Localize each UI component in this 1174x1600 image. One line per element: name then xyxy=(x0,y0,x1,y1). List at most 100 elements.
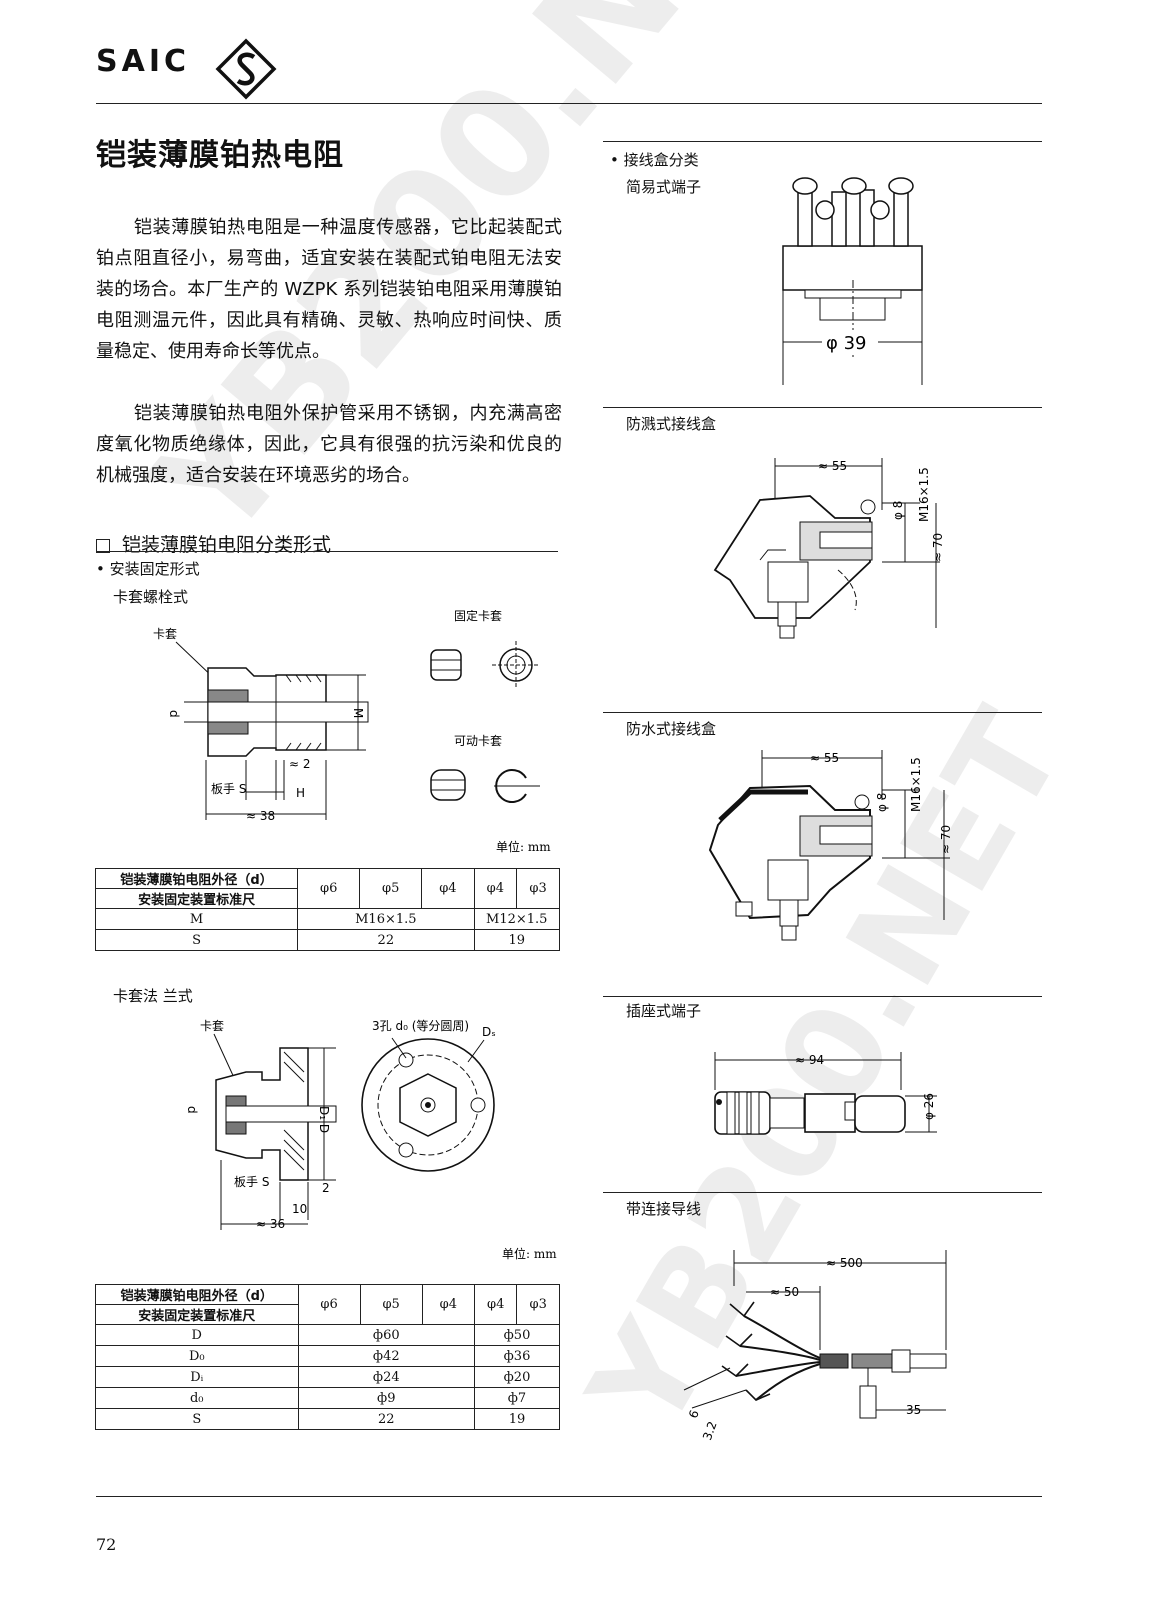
right-rule xyxy=(603,1192,1042,1193)
footer-rule xyxy=(96,1496,1042,1497)
section-heading: 铠装薄膜铂电阻分类形式 xyxy=(96,530,331,557)
callout-ferrule: 卡套 xyxy=(200,1019,224,1033)
splash-box-drawing: ≈ 55 φ 8 M16×1.5 ≈ 70 xyxy=(713,458,945,639)
table-row-label: D₀ xyxy=(95,1345,299,1367)
splash-box-label: 防溅式接线盒 xyxy=(626,415,717,433)
dim-wrench: 板手 S xyxy=(211,782,246,796)
table-col-header: φ5 xyxy=(359,868,423,909)
table-cell: M12×1.5 xyxy=(473,908,560,930)
table-col-header: φ4 xyxy=(421,1284,475,1325)
intro-paragraph-1: 铠装薄膜铂热电阻是一种温度传感器，它比起装配式铂点阻直径小，易弯曲，适宜安装在装… xyxy=(96,217,562,362)
table-cell: M16×1.5 xyxy=(297,908,475,930)
dim-55: ≈ 55 xyxy=(818,459,847,473)
table-cell: 19 xyxy=(473,1408,561,1430)
dim-wrench: 板手 S xyxy=(234,1175,269,1189)
dim-70: ≈ 70 xyxy=(931,533,945,562)
lead-wire-label: 带连接导线 xyxy=(626,1200,702,1218)
dim-d: d xyxy=(167,710,181,718)
lead-wire-drawing: ≈ 500 ≈ 50 35 6 3.2 xyxy=(683,1250,947,1442)
table-row-label: Dᵢ xyxy=(95,1366,299,1388)
section-rule xyxy=(96,551,558,552)
saic-logo-icon xyxy=(215,38,277,100)
dim-d: d xyxy=(185,1106,199,1114)
table-cell: ф36 xyxy=(473,1345,561,1367)
waterproof-box-label: 防水式接线盒 xyxy=(626,720,717,738)
spec-table-1: 铠装薄膜铂电阻外径（d） φ6 φ5 φ4 φ4 φ3 安装固定装置标准尺 M … xyxy=(94,868,560,951)
table-header-line1: 铠装薄膜铂电阻外径（d） xyxy=(95,1284,299,1305)
fixed-ferrule-label: 固定卡套 xyxy=(454,610,502,623)
dim-M: M xyxy=(351,708,365,718)
dim-39: φ 39 xyxy=(826,333,867,354)
section-heading-text: 铠装薄膜铂电阻分类形式 xyxy=(122,534,332,556)
dim-phi8: φ 8 xyxy=(891,501,905,520)
dim-55: ≈ 55 xyxy=(810,751,839,765)
dim-94: ≈ 94 xyxy=(795,1053,824,1067)
right-rule xyxy=(603,712,1042,713)
table-row-label: D xyxy=(95,1324,299,1346)
page-title: 铠装薄膜铂热电阻 xyxy=(96,138,344,173)
table-cell: ф9 xyxy=(297,1387,475,1409)
table-col-header: φ6 xyxy=(297,1284,361,1325)
table-col-header: φ5 xyxy=(359,1284,423,1325)
table-cell: ф60 xyxy=(297,1324,475,1346)
dim-6: 6 xyxy=(686,1408,702,1420)
dim-2: 2 xyxy=(322,1181,330,1195)
right-rule xyxy=(603,141,1042,142)
table-col-header: φ4 xyxy=(473,868,518,909)
dim-38: ≈ 38 xyxy=(246,809,275,823)
right-rule xyxy=(603,407,1042,408)
ferrule-flange-drawing: 卡套 d D₁ D 板手 S 2 10 ≈ 36 3孔 d₀ (等分圆周) Dₛ… xyxy=(185,1019,557,1261)
table-row-label: S xyxy=(95,1408,299,1430)
ferrule-bolt-drawing: 卡套 d M ≈ 2 板手 S H ≈ 38 固定卡套 可动卡套 单位: mm xyxy=(153,610,551,854)
dim-26: φ 26 xyxy=(922,1093,936,1120)
dim-H: H xyxy=(296,786,305,800)
right-rule xyxy=(603,996,1042,997)
junction-bullet: • 接线盒分类 xyxy=(610,151,699,169)
unit-label: 单位: mm xyxy=(502,1246,557,1261)
dim-10: 10 xyxy=(292,1202,307,1216)
table-header-line2: 安装固定装置标准尺 xyxy=(94,888,299,909)
dim-500: ≈ 500 xyxy=(826,1256,863,1270)
header-rule xyxy=(96,103,1042,104)
table-col-header: φ4 xyxy=(473,1284,518,1325)
table-cell: 19 xyxy=(473,929,560,951)
dim-36: ≈ 36 xyxy=(256,1217,285,1231)
table-col-header: φ6 xyxy=(297,868,361,909)
type2-label: 卡套法 兰式 xyxy=(113,987,193,1005)
dim-35: 35 xyxy=(906,1403,921,1417)
table-cell: 22 xyxy=(297,1408,475,1430)
table-cell: ф20 xyxy=(473,1366,561,1388)
mount-bullet: • 安装固定形式 xyxy=(96,560,200,578)
table-header-line2: 安装固定装置标准尺 xyxy=(95,1304,299,1325)
page-number: 72 xyxy=(96,1535,117,1554)
table-cell: ф7 xyxy=(473,1387,561,1409)
simple-terminal-drawing: φ 39 xyxy=(782,177,923,385)
plug-terminal-drawing: ≈ 94 φ 26 xyxy=(714,1052,937,1135)
dim-50: ≈ 50 xyxy=(770,1285,799,1299)
table-cell: ф50 xyxy=(473,1324,561,1346)
dim-phi8: φ 8 xyxy=(875,793,889,812)
dim-70: ≈ 70 xyxy=(939,825,953,854)
table-cell: 22 xyxy=(297,929,475,951)
movable-ferrule-label: 可动卡套 xyxy=(454,734,502,748)
dim-DiD: D₁ D xyxy=(317,1106,331,1133)
logo-text: SAIC xyxy=(96,44,191,79)
table-row-label: S xyxy=(94,929,299,951)
table-col-header: φ3 xyxy=(516,868,560,909)
table-header-line1: 铠装薄膜铂电阻外径（d） xyxy=(94,868,299,889)
dim-M16: M16×1.5 xyxy=(917,467,931,522)
intro-paragraph-2: 铠装薄膜铂热电阻外保护管采用不锈钢，内充满高密度氧化物质绝缘体，因此，它具有很强… xyxy=(96,403,562,486)
table-row-label: M xyxy=(94,908,299,930)
callout-ferrule: 卡套 xyxy=(153,627,177,641)
dim-2: ≈ 2 xyxy=(289,757,311,771)
table-cell: ф24 xyxy=(297,1366,475,1388)
dim-Ds: Dₛ xyxy=(482,1025,496,1039)
dim-M16: M16×1.5 xyxy=(909,757,923,812)
table-row-label: d₀ xyxy=(95,1387,299,1409)
checkbox-square-icon xyxy=(96,538,110,553)
table-col-header: φ4 xyxy=(421,868,475,909)
waterproof-box-drawing: ≈ 55 φ 8 M16×1.5 ≈ 70 xyxy=(708,750,953,941)
plug-terminal-label: 插座式端子 xyxy=(626,1002,702,1020)
unit-label: 单位: mm xyxy=(496,839,551,854)
